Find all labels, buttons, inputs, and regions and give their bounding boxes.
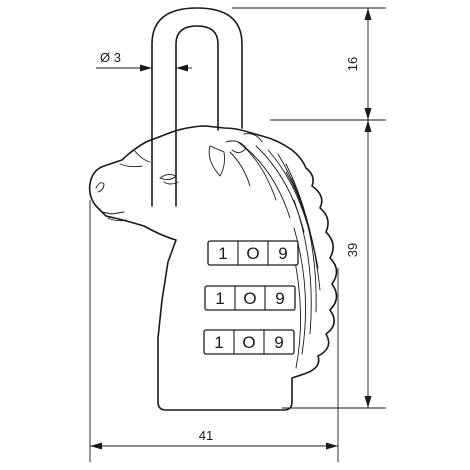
dial-row-2[interactable]: 1 O 9 bbox=[204, 285, 296, 311]
dial-row-3[interactable]: 1 O 9 bbox=[203, 329, 295, 355]
height-dimensions: 16 39 bbox=[232, 7, 386, 409]
dial-row-1[interactable]: 1 O 9 bbox=[207, 240, 299, 266]
shackle-height-label: 16 bbox=[345, 57, 360, 71]
dial-3-digit-2: O bbox=[242, 333, 255, 352]
shackle bbox=[151, 7, 243, 207]
dial-1-digit-2: O bbox=[246, 244, 259, 263]
dial-1-digit-1: 1 bbox=[218, 244, 227, 263]
shackle-diameter-label: Ø 3 bbox=[100, 50, 121, 65]
dial-3-digit-1: 1 bbox=[214, 333, 223, 352]
width-dimension: 41 bbox=[89, 200, 339, 462]
combination-dials: 1 O 9 1 O 9 1 O 9 bbox=[203, 240, 299, 355]
dial-2-digit-1: 1 bbox=[215, 289, 224, 308]
dial-1-digit-3: 9 bbox=[278, 244, 287, 263]
dial-2-digit-2: O bbox=[243, 289, 256, 308]
dial-2-digit-3: 9 bbox=[275, 289, 284, 308]
body-width-label: 41 bbox=[199, 428, 213, 443]
body-height-label: 39 bbox=[345, 243, 360, 257]
horse-head-body bbox=[88, 125, 338, 411]
dial-3-digit-3: 9 bbox=[274, 333, 283, 352]
shackle-diameter-dimension: Ø 3 bbox=[96, 50, 192, 72]
